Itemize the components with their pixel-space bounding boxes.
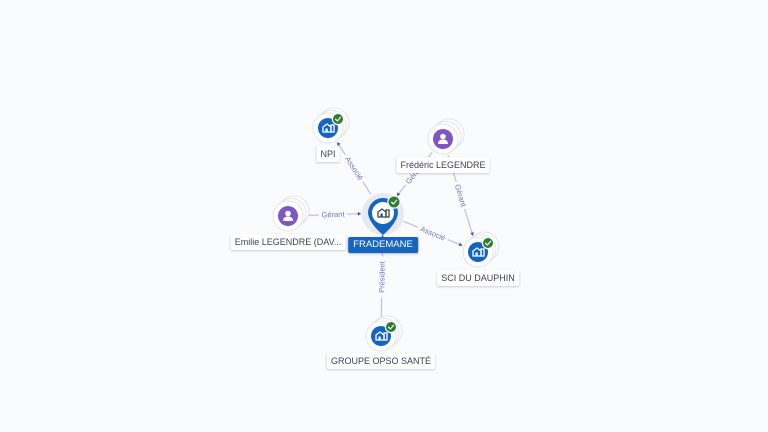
- nodes-layer: [272, 107, 500, 352]
- verified-check-icon: [387, 195, 401, 209]
- edge-arrow-icon: [357, 211, 362, 216]
- node-frademane[interactable]: [362, 193, 404, 235]
- verified-check-icon: [331, 112, 345, 126]
- node-sci[interactable]: [462, 231, 500, 268]
- verified-check-icon: [384, 320, 398, 334]
- edge-arrow-icon: [458, 242, 463, 247]
- edge-arrow-icon: [470, 232, 474, 236]
- node-frederic[interactable]: [427, 118, 465, 155]
- person-icon: [438, 133, 448, 144]
- building-icon: [472, 247, 485, 257]
- node-label-sci[interactable]: SCI DU DAUPHIN: [437, 270, 519, 286]
- edge-label: Gérant: [453, 183, 469, 208]
- node-label-emilie[interactable]: Emilie LEGENDRE (DAV...: [230, 234, 346, 250]
- person-icon: [283, 210, 293, 221]
- edge-label: Gérant: [321, 210, 345, 220]
- node-label-frademane[interactable]: FRADEMANE: [348, 237, 418, 253]
- edge-arrow-icon: [337, 142, 341, 147]
- node-opso[interactable]: [365, 315, 403, 352]
- building-icon: [375, 331, 388, 341]
- building-icon: [322, 123, 335, 133]
- edge-arrow-icon: [396, 192, 401, 196]
- edge-label: Président: [377, 260, 387, 293]
- edge-emilie-frademane: Gérant: [304, 209, 362, 220]
- edge-label: Associé: [419, 224, 447, 242]
- edge-frademane-npi: Associé: [336, 141, 372, 195]
- edge-label: Associé: [343, 155, 365, 182]
- node-label-opso[interactable]: GROUPE OPSO SANTÉ: [326, 353, 436, 369]
- node-emilie[interactable]: [272, 195, 310, 232]
- verified-check-icon: [481, 236, 495, 250]
- node-label-frederic[interactable]: Frédéric LEGENDRE: [396, 157, 490, 173]
- node-label-npi[interactable]: NPI: [316, 146, 340, 162]
- node-npi[interactable]: [312, 107, 350, 144]
- building-icon: [377, 208, 390, 218]
